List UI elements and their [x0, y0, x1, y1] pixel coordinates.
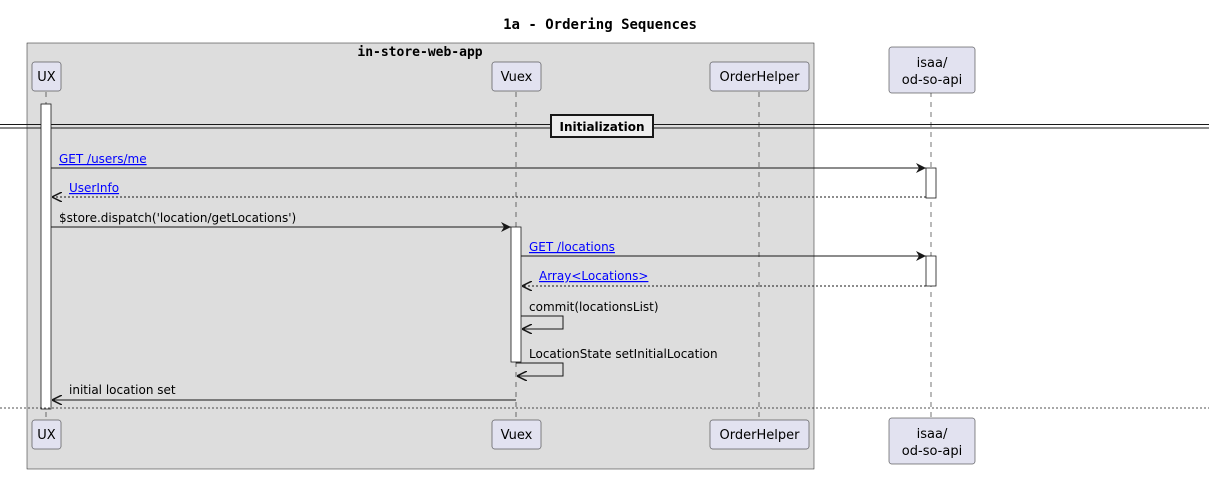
self-message-arrow — [516, 362, 564, 376]
message-label: commit(locationsList) — [529, 300, 659, 314]
return-label-link[interactable]: Array<Locations> — [539, 269, 648, 283]
participant-label: UX — [37, 428, 56, 443]
message-label: LocationState setInitialLocation — [529, 347, 718, 361]
participant-label-line1: isaa/ — [917, 427, 948, 442]
app-box-label: in-store-web-app — [357, 45, 482, 60]
message-label-link[interactable]: GET /users/me — [59, 152, 147, 166]
participant-label: Vuex — [501, 70, 533, 85]
api-activation-1 — [925, 167, 937, 199]
message-label: initial location set — [69, 383, 176, 397]
participant-label: UX — [37, 70, 56, 85]
divider-initialization: Initialization — [550, 114, 654, 138]
participant-ux-top[interactable]: UX — [31, 61, 62, 92]
vuex-activation — [510, 226, 522, 363]
participant-label: OrderHelper — [720, 428, 801, 443]
participant-vuex-bottom[interactable]: Vuex — [491, 419, 542, 450]
ux-activation — [40, 103, 52, 410]
divider-label: Initialization — [559, 120, 644, 134]
participant-orderhelper-bottom[interactable]: OrderHelper — [709, 419, 810, 450]
message-label-link[interactable]: GET /locations — [529, 240, 615, 254]
participant-api-bottom[interactable]: isaa/ od-so-api — [888, 417, 976, 465]
participant-orderhelper-top[interactable]: OrderHelper — [709, 61, 810, 92]
self-message-arrow — [521, 315, 564, 329]
participant-label-line2: od-so-api — [902, 73, 962, 88]
participant-label-line2: od-so-api — [902, 444, 962, 459]
participant-vuex-top[interactable]: Vuex — [491, 61, 542, 92]
participant-api-top[interactable]: isaa/ od-so-api — [888, 46, 976, 94]
participant-label: OrderHelper — [720, 70, 801, 85]
diagram-title: 1a - Ordering Sequences — [503, 17, 697, 33]
message-label: $store.dispatch('location/getLocations') — [59, 211, 296, 225]
participant-ux-bottom[interactable]: UX — [31, 419, 62, 450]
participant-label: Vuex — [501, 428, 533, 443]
api-activation-2 — [925, 255, 937, 287]
participant-label-line1: isaa/ — [917, 56, 948, 71]
return-label-link[interactable]: UserInfo — [69, 181, 119, 195]
